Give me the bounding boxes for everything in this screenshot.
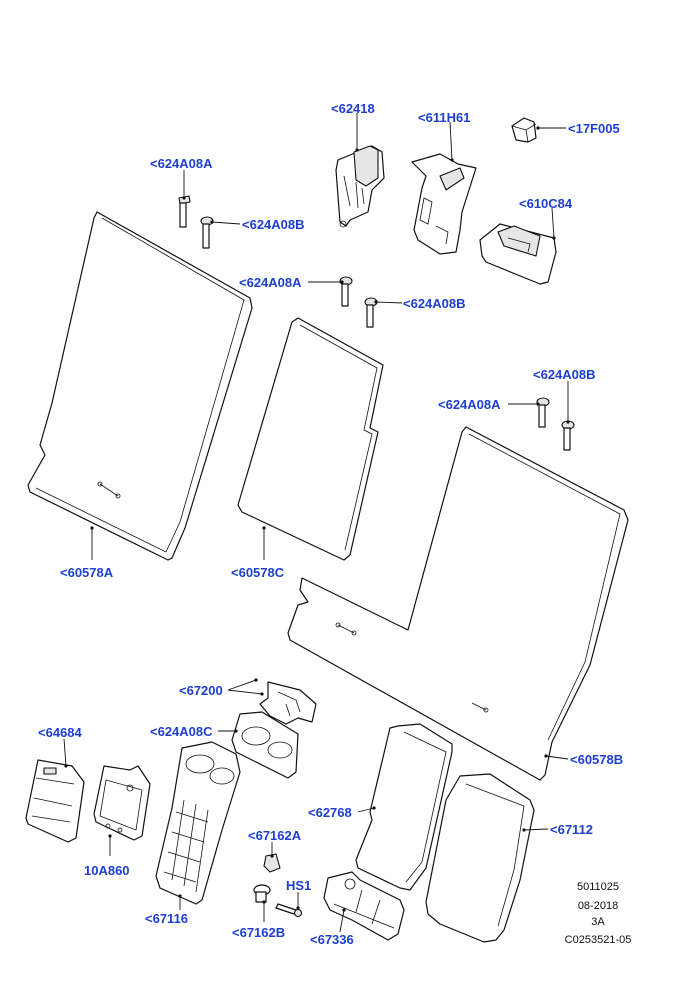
callout-624A08C[interactable]: <624A08C <box>150 724 213 739</box>
fastener-624A08A-1[interactable] <box>178 195 191 228</box>
callout-62418[interactable]: <62418 <box>331 101 375 116</box>
callout-624A08A-3[interactable]: <624A08A <box>438 397 501 412</box>
part-610C84-trim[interactable] <box>479 223 557 285</box>
part-62768-lid[interactable] <box>355 723 453 891</box>
callout-624A08B-3[interactable]: <624A08B <box>533 367 596 382</box>
leader-lines <box>63 113 570 933</box>
callout-64684[interactable]: <64684 <box>38 725 83 740</box>
drawing-reference: C0253521-05 <box>565 934 632 946</box>
part-17F005-cap[interactable] <box>511 117 537 143</box>
part-10A860-frame[interactable] <box>93 765 151 841</box>
callout-62768[interactable]: <62768 <box>308 805 352 820</box>
part-67200-insert[interactable] <box>259 681 317 725</box>
part-60578C-panel[interactable] <box>237 317 384 561</box>
callout-60578B[interactable]: <60578B <box>570 752 623 767</box>
part-67162A-bushing[interactable] <box>263 853 281 873</box>
callout-67112[interactable]: <67112 <box>550 822 593 837</box>
callout-labels: <62418 <611H61 <17F005 <624A08A <624A08B… <box>38 101 623 947</box>
callout-67162A[interactable]: <67162A <box>248 828 302 843</box>
callout-611H61[interactable]: <611H61 <box>418 110 470 125</box>
callout-60578A[interactable]: <60578A <box>60 565 114 580</box>
drawing-number: 5011025 <box>577 881 619 893</box>
callout-60578C[interactable]: <60578C <box>231 565 285 580</box>
callout-17F005[interactable]: <17F005 <box>568 121 620 136</box>
callout-624A08A-2[interactable]: <624A08A <box>239 275 302 290</box>
drawing-date: 08-2018 <box>578 900 618 912</box>
part-67116-armrest-base[interactable] <box>155 741 241 905</box>
callout-67116[interactable]: <67116 <box>145 911 188 926</box>
fastener-624A08A-3[interactable] <box>536 397 550 428</box>
part-67162B-pin[interactable] <box>253 884 271 903</box>
part-67336-hinge[interactable] <box>323 871 405 941</box>
callout-67200[interactable]: <67200 <box>179 683 223 698</box>
part-60578B-panel[interactable] <box>287 426 629 781</box>
callout-624A08B-2[interactable]: <624A08B <box>403 296 466 311</box>
part-624A08C-bezel[interactable] <box>231 711 299 779</box>
callout-67336[interactable]: <67336 <box>310 932 354 947</box>
callout-624A08A-1[interactable]: <624A08A <box>150 156 213 171</box>
callout-10A860[interactable]: 10A860 <box>84 863 130 878</box>
drawing-revision: 3A <box>591 916 605 928</box>
fastener-624A08B-1[interactable] <box>200 216 214 249</box>
part-62418-bracket[interactable] <box>335 145 385 228</box>
callout-610C84[interactable]: <610C84 <box>519 196 573 211</box>
callout-67162B[interactable]: <67162B <box>232 925 285 940</box>
part-60578A-panel[interactable] <box>27 211 253 561</box>
callout-HS1[interactable]: HS1 <box>286 878 311 893</box>
part-611H61-bracket[interactable] <box>411 153 477 255</box>
part-64684-plate[interactable] <box>25 759 85 843</box>
fastener-624A08B-3[interactable] <box>561 420 575 451</box>
part-67112-cover[interactable] <box>425 773 535 943</box>
callout-624A08B-1[interactable]: <624A08B <box>242 217 305 232</box>
drawing-metadata: 5011025 08-2018 3A C0253521-05 <box>565 881 632 946</box>
